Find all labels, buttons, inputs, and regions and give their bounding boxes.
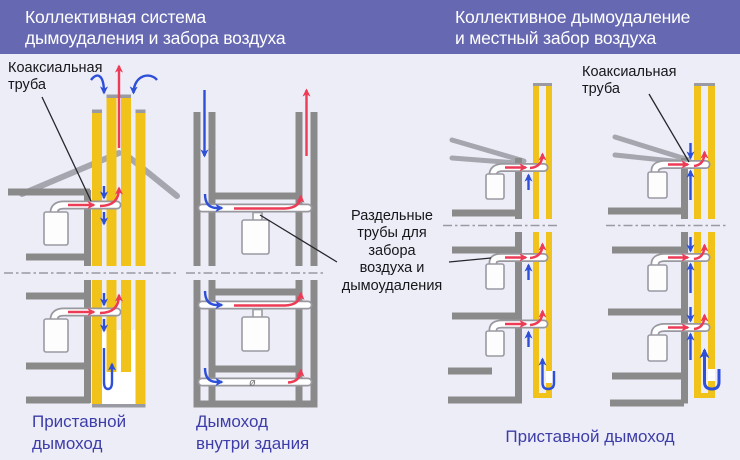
label-separate-pipes: Раздельные трубы для забора воздуха и ды… [341,208,443,294]
top-flow-arrows [200,88,311,158]
boiler-connection-2 [647,237,711,293]
boiler-connection-3 [647,307,711,362]
top-flow-arrows [90,64,158,148]
air-down-arrow [129,74,158,95]
boiler [485,263,505,290]
roof [612,134,692,165]
boiler [241,219,270,255]
air-down-arrow [90,74,109,95]
floor-connection-3: ø [197,367,313,389]
chimney [92,94,146,408]
boiler-connection-2 [43,293,124,353]
header-left-title: Коллективная система дымоудаления и забо… [25,7,286,48]
chimney [533,83,552,398]
shaft-walls [193,112,318,408]
boiler-connection-1 [485,152,549,200]
chimney [694,83,715,398]
header-band [0,0,740,54]
boiler-connection-2 [485,242,549,290]
header-left-line1: Коллективная система [25,7,206,27]
header-right-line1: Коллективное дымоудаление [455,7,691,27]
boiler-connection-1 [43,186,124,246]
boiler [485,330,505,357]
boiler [43,318,69,353]
diagram-1-attached-chimney [4,64,180,408]
diagram-2-internal-chimney: ø [186,88,326,408]
caption-attached-chimney-left: Приставной дымоход [32,412,127,453]
boiler [485,173,505,200]
callout-lines [41,93,690,263]
break-line [186,266,326,280]
break-line [443,219,560,232]
bottom-air-intake [538,357,556,391]
boiler [647,171,668,199]
boiler-connection-3 [485,309,549,357]
label-coaxial-pipe-right: Коаксиальная труба [582,64,677,98]
boiler [43,211,69,246]
floor-connection-2 [197,290,313,352]
break-line [4,266,176,280]
boiler [647,264,668,292]
header-right-line2: и местный забор воздуха [455,27,657,48]
bottom-air-intake [699,348,721,391]
caption-attached-chimney-right: Приставной дымоход [505,427,675,446]
caption-internal-chimney: Дымоход внутри здания [196,412,310,453]
walls-and-floors [608,158,688,407]
pipe-diameter-symbol: ø [249,377,256,389]
floor-connection-1 [197,193,313,255]
boiler-connection-1 [647,143,711,200]
walls-and-floors [448,158,522,404]
callout-line-coaxial-right [648,93,690,163]
callout-line-coaxial-left [41,96,92,202]
callout-line-separate-left [259,214,338,263]
boiler [647,334,668,362]
roof [449,137,527,166]
walls-and-floors [8,188,91,404]
diagram-4-attached-chimney-coaxial [606,83,726,407]
label-coaxial-pipe-left: Коаксиальная труба [8,60,103,94]
header-right-title: Коллективное дымоудаление и местный забо… [455,7,690,48]
break-line [606,219,726,232]
diagram-3-attached-chimney-local-air [443,83,560,404]
header-left-line2: дымоудаления и забора воздуха [25,27,286,48]
bottom-air-intake-arrow [102,348,117,391]
boiler [241,316,270,352]
callout-line-separate-right [448,257,492,263]
